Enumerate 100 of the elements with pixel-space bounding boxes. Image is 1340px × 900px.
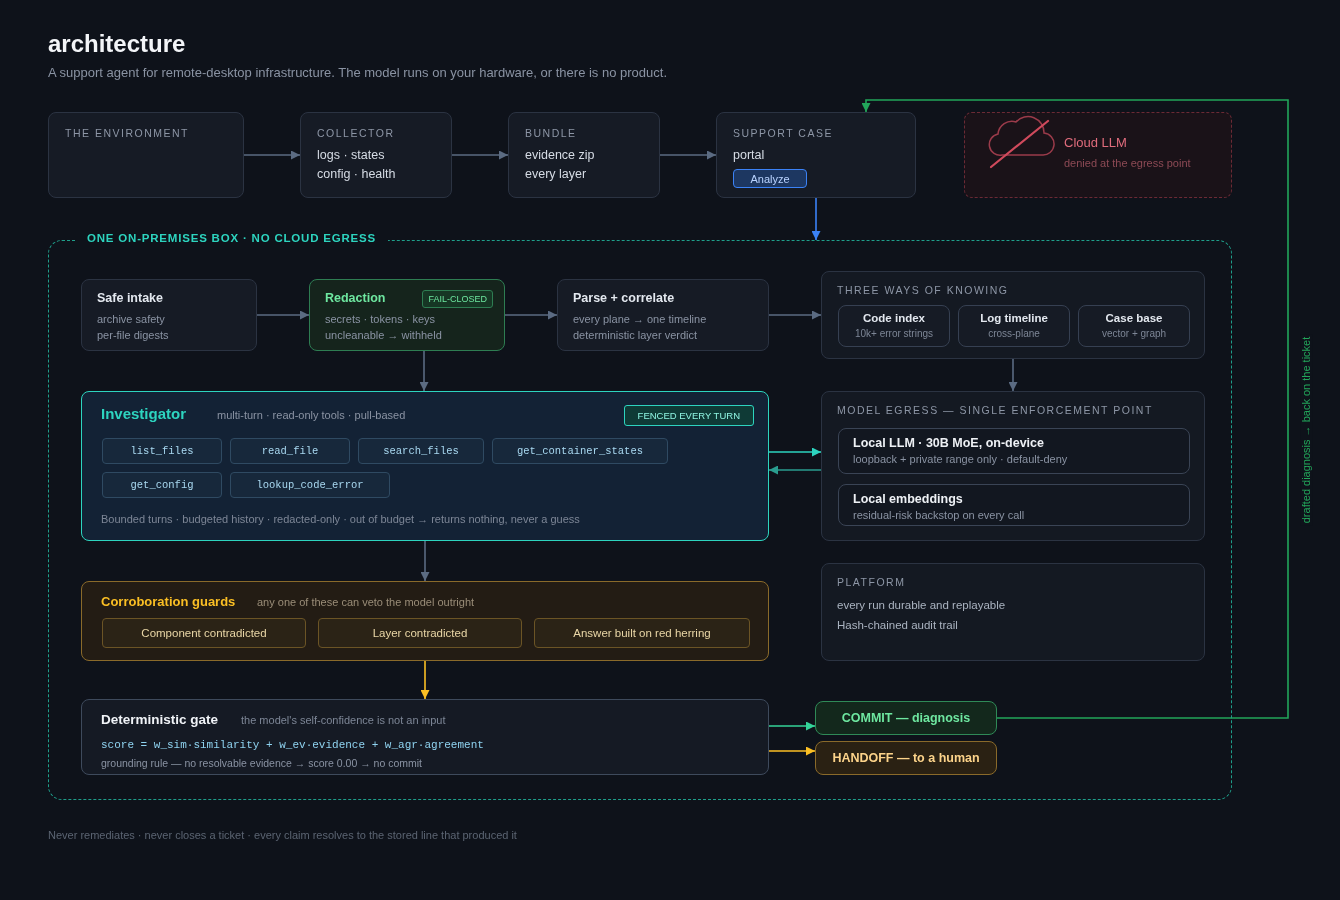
stage-card [508,112,660,198]
step-card [309,279,505,351]
arrow [768,465,822,475]
stage-card [716,112,916,198]
tool-name: list_files [130,445,194,457]
tool-name: get_container_states [517,445,643,457]
stage-card [300,112,452,198]
section-heading: THE ENVIRONMENT [65,127,189,139]
outcome-card [815,701,997,735]
step-card [81,279,257,351]
step-detail: secrets · tokens · keys uncleanable → withheld [325,312,443,343]
outcome-label: COMMIT — diagnosis [841,711,971,725]
gate-tagline: the model's self-confidence is not an input [241,714,446,726]
arrow [243,150,301,160]
source-title: Log timeline [980,312,1048,324]
source-detail: vector + graph [1101,328,1167,339]
tool-name: read_file [261,445,319,457]
guard-chip [318,618,522,648]
model-title: Local embeddings [853,492,963,506]
section-heading: SUPPORT CASE [733,127,833,139]
blocked-service-title: Cloud LLM [1064,135,1127,150]
guard-check: Layer contradicted [372,627,468,639]
tool-chip [358,438,484,464]
arrow [811,197,821,241]
investigator-panel [81,391,769,541]
step-title: Redaction [325,291,386,305]
arrow [768,721,816,731]
group-heading: THREE WAYS OF KNOWING [837,284,1009,296]
platform-item: every run durable and replayable [837,598,1006,613]
tool-name: lookup_code_error [256,479,364,491]
group-panel [821,391,1205,541]
arrow [451,150,509,160]
status-tag: FAIL-CLOSED [422,290,493,308]
diagram-title: architecture [48,30,186,58]
arrow [1008,358,1018,392]
gate-rule: grounding rule — no resolvable evidence → score 0.00 → no commit [101,757,422,769]
tool-chip [492,438,668,464]
guard-chip [102,618,306,648]
arrow [768,310,822,320]
section-heading: BUNDLE [525,127,577,139]
source-card [838,305,950,347]
agent-tagline: multi-turn · read-only tools · pull-based [217,409,406,421]
step-title: Safe intake [97,291,163,305]
group-heading: MODEL EGRESS — SINGLE ENFORCEMENT POINT [837,404,1153,416]
gate-panel [81,699,769,775]
stage-detail: logs · states config · health [317,147,397,183]
step-title: Parse + correlate [573,291,675,305]
model-card [838,428,1190,474]
guard-tagline: any one of these can veto the model outright [257,596,475,608]
model-title: Local LLM · 30B MoE, on-device [853,436,1044,450]
arrow [256,310,310,320]
outcome-card [815,741,997,775]
model-card [838,484,1190,526]
agent-footnote: Bounded turns · budgeted history · redacted-only · out of budget → returns nothing, never a guess [101,513,580,525]
group-heading: PLATFORM [837,576,906,588]
source-card [1078,305,1190,347]
source-title: Case base [1105,312,1163,324]
guard-check: Component contradicted [141,627,267,639]
stage-detail: evidence zip every layer [525,147,596,183]
action-button: Analyze [733,169,807,188]
tool-chip [230,472,390,498]
section-heading: COLLECTOR [317,127,395,139]
platform-item: Hash-chained audit trail [837,618,958,633]
stage-detail: portal [733,147,765,164]
footer-note: Never remediates · never closes a ticket · every claim resolves to the stored line that produced it [48,829,517,841]
stage-card [48,112,244,198]
gate-title: Deterministic gate [101,712,219,727]
arrow [420,660,430,700]
tool-chip [230,438,350,464]
group-panel [821,271,1205,359]
source-title: Code index [863,312,925,324]
intro-text: A support agent for remote-desktop infrastructure. The model runs on your hardware, or there is no product. [48,65,668,80]
arrow [768,746,816,756]
region-heading: ONE ON-PREMISES BOX · NO CLOUD EGRESS [75,232,389,244]
tool-chip [102,472,222,498]
source-detail: cross-plane [988,328,1040,339]
score-formula: score = w_sim·similarity + w_ev·evidence + w_agr·agreement [101,739,484,751]
model-detail: loopback + private range only · default-deny [853,453,1068,465]
guard-check: Answer built on red herring [573,627,711,639]
edge-label: drafted diagnosis → back on the ticket [1299,334,1312,526]
platform-panel [821,563,1205,661]
source-card [958,305,1070,347]
status-tag: FENCED EVERY TURN [623,405,754,426]
agent-title: Investigator [101,405,187,422]
tool-name: get_config [130,479,194,491]
step-card [557,279,769,351]
blocked-service-note: denied at the egress point [1064,157,1191,169]
guard-title: Corroboration guards [101,594,236,609]
model-detail: residual-risk backstop on every call [853,509,1025,521]
arrow [659,150,717,160]
tool-name: search_files [383,445,459,457]
arrow [419,350,429,392]
source-detail: 10k+ error strings [854,328,934,339]
guard-chip [534,618,750,648]
arrow [861,99,1289,719]
outcome-label: HANDOFF — to a human [832,751,980,765]
blocked-service-card [964,112,1232,198]
guard-panel [81,581,769,661]
tool-chip [102,438,222,464]
step-detail: every plane → one timeline deterministic layer verdict [573,312,708,343]
